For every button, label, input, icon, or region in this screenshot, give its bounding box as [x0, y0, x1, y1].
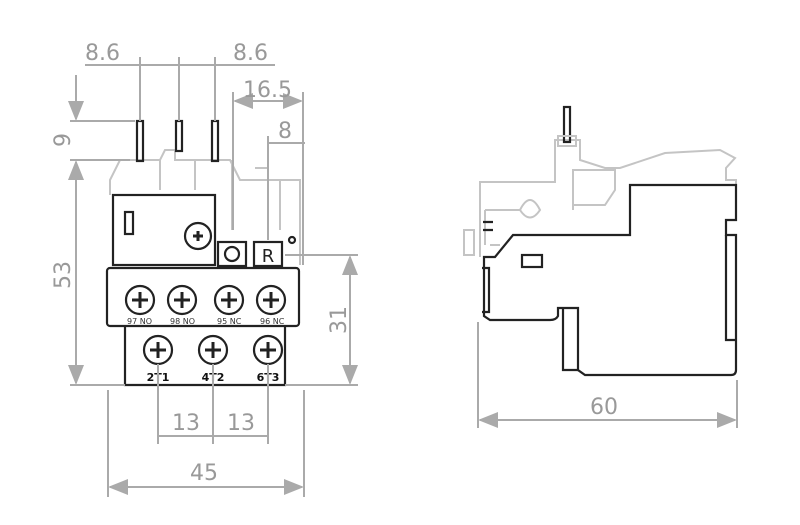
- side-housing-outline: [479, 105, 737, 257]
- main-terminals: 2T1 4T2 6T3: [142, 334, 284, 384]
- side-window: [520, 253, 544, 269]
- aux-label-96: 96 NC: [260, 317, 285, 326]
- terminal-screw-icon[interactable]: [255, 284, 287, 316]
- dim-depth: 60: [590, 395, 618, 420]
- reset-button[interactable]: [252, 240, 284, 268]
- test-circle-icon: [223, 245, 241, 263]
- dim-pin-pitch-left: 8.6: [85, 41, 120, 66]
- side-pin: [562, 105, 572, 144]
- side-dimensions: 60: [477, 322, 738, 428]
- dim-lower-height: 31: [327, 306, 352, 334]
- aux-label-95: 95 NC: [217, 317, 242, 326]
- dim-reset-offset: 8: [278, 119, 292, 144]
- terminal-screw-icon[interactable]: [213, 284, 245, 316]
- dim-total-height: 53: [51, 261, 76, 289]
- dial-cross-icon: [193, 231, 203, 241]
- dim-pin-pitch-right: 8.6: [233, 41, 268, 66]
- dim-terminal-pitch-right: 13: [227, 411, 255, 436]
- aux-label-97: 97 NO: [127, 317, 152, 326]
- pins: [135, 119, 220, 163]
- indicator-dot: [287, 235, 297, 245]
- aux-terminals: 97 NO 98 NO 95 NC 96 NC: [124, 284, 287, 326]
- aux-label-98: 98 NO: [170, 317, 195, 326]
- current-adjust-dial[interactable]: [183, 221, 213, 251]
- dim-pin-height: 9: [51, 133, 76, 147]
- side-body-outline: [482, 183, 738, 377]
- nameplate-panel: [111, 193, 217, 267]
- front-dimensions: 8.6 8.6 16.5 8 9 53 31 13 13 45: [51, 41, 358, 497]
- nameplate-slot: [123, 210, 135, 236]
- dim-width-offset: 16.5: [243, 78, 292, 103]
- test-button[interactable]: [216, 240, 248, 268]
- side-knob: [463, 229, 475, 256]
- dim-terminal-pitch-left: 13: [172, 411, 200, 436]
- main-terminal-block: [123, 326, 287, 387]
- terminal-screw-icon[interactable]: [166, 284, 198, 316]
- side-view: 60: [463, 105, 738, 428]
- aux-terminal-block: [105, 266, 301, 328]
- front-view: R 97 NO 98 NO 95 NC 96 NC 2T1 4T2 6T3: [51, 41, 358, 497]
- terminal-screw-icon[interactable]: [124, 284, 156, 316]
- dim-total-width: 45: [190, 461, 218, 486]
- reset-label: R: [262, 246, 275, 267]
